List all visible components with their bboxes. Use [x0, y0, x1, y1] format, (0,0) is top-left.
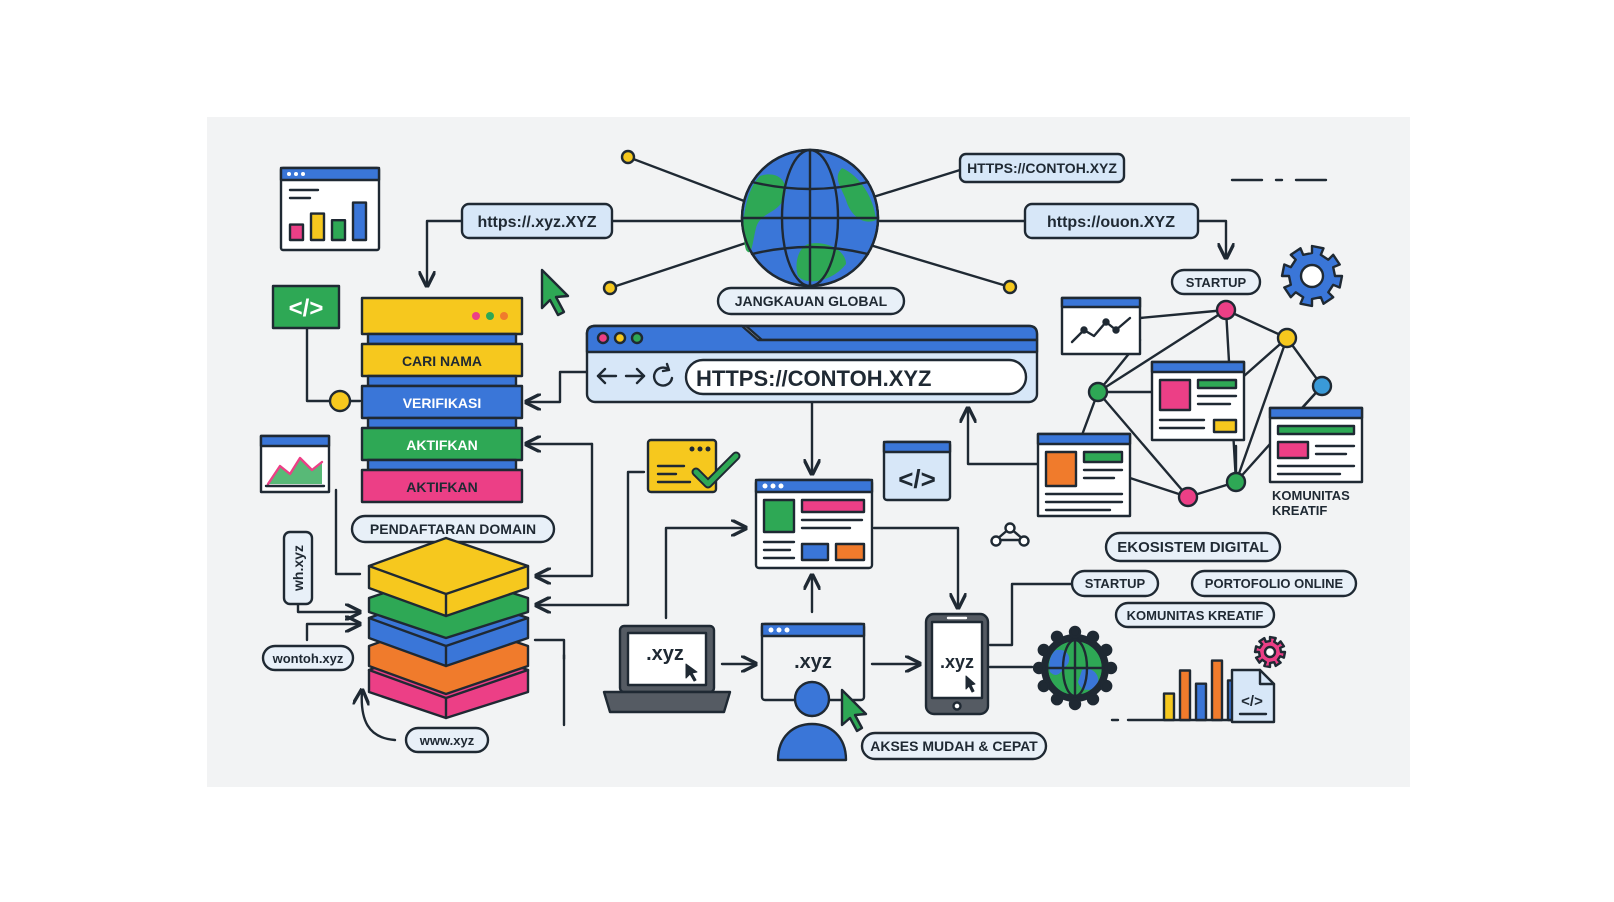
portfolio-window-icon — [1268, 406, 1364, 484]
address-bar-url: HTTPS://CONTOH.XYZ — [696, 366, 932, 391]
url-tag-top-left-text: https://.xyz.XYZ — [477, 214, 596, 231]
mini-chart-bar — [288, 223, 305, 242]
community-label-line1: KOMUNITAS — [1272, 488, 1350, 503]
layer-stack-icon — [367, 536, 530, 720]
xyz-browser-window-icon — [760, 622, 866, 702]
domain-step-3: AKTIFKAN — [406, 437, 478, 453]
vertical-tag-text: wh.xyz — [290, 545, 306, 592]
mini-chart-bar — [330, 218, 347, 242]
bottom-chart-bar — [1210, 659, 1224, 722]
url-tag-top-left — [460, 202, 614, 240]
article-window-icon — [1036, 432, 1132, 518]
access-label: AKSES MUDAH & CEPAT — [870, 738, 1038, 754]
bottom-chart-bar — [1194, 682, 1208, 722]
domain-step-1: CARI NAMA — [402, 353, 482, 369]
url-tag-top-right-1 — [958, 152, 1126, 184]
globe-icon — [740, 148, 880, 288]
vertical-tag — [282, 530, 314, 606]
phone-icon — [924, 612, 990, 716]
startup-bottom-pill — [1070, 569, 1160, 598]
code-window-text: </> — [898, 464, 936, 494]
address-bar[interactable] — [684, 358, 1028, 396]
startup-top-pill — [1170, 268, 1262, 296]
globe-label-pill — [716, 286, 906, 316]
cursor-arrow-icon — [840, 688, 868, 733]
profile-window-icon — [1150, 360, 1246, 442]
network-nodes — [1087, 299, 1333, 508]
left-tag-text: wontoh.xyz — [272, 651, 344, 666]
gear-icon — [1280, 244, 1344, 308]
area-chart-window-icon — [259, 434, 331, 494]
url-tag-top-right-1-text: HTTPS://CONTOH.XYZ — [967, 160, 1117, 176]
code-window-icon: </> — [882, 440, 952, 502]
main-browser-window — [585, 324, 1039, 404]
portfolio-pill — [1190, 569, 1358, 598]
share-network-icon — [990, 522, 1030, 547]
browser-window-text: .xyz — [794, 651, 832, 673]
access-label-pill — [860, 731, 1048, 761]
domain-stack — [360, 296, 524, 504]
startup-top-label: STARTUP — [1186, 275, 1247, 290]
trend-window-icon — [1060, 296, 1142, 356]
url-tag-top-right-2-text: https://ouon.XYZ — [1047, 214, 1175, 231]
url-tag-top-right-2 — [1023, 202, 1200, 240]
left-tag — [261, 644, 355, 672]
website-window-icon — [754, 478, 874, 570]
community-pill — [1114, 601, 1276, 629]
laptop-icon — [602, 624, 732, 714]
community-label-line2: KREATIF — [1272, 503, 1327, 518]
code-icon-text: </> — [289, 295, 324, 322]
bottom-chart-bar — [1178, 669, 1192, 722]
domain-step-2: VERIFIKASI — [403, 395, 482, 411]
code-file-text: </> — [1241, 693, 1263, 710]
chart-window-icon — [279, 166, 381, 252]
ecosystem-label-pill — [1104, 531, 1282, 563]
globe-label: JANGKAUAN GLOBAL — [735, 293, 888, 309]
gear-pink-icon — [1253, 635, 1287, 669]
bottom-chart-bar — [1162, 692, 1176, 722]
laptop-screen-text: .xyz — [646, 643, 684, 665]
domain-step-4: AKTIFKAN — [406, 479, 478, 495]
connector-dots — [328, 149, 1018, 413]
verified-window-icon — [646, 438, 741, 494]
domain-registration-label: PENDAFTARAN DOMAIN — [370, 521, 536, 537]
back-arrow-icon[interactable] — [596, 367, 618, 385]
reload-icon[interactable] — [652, 362, 674, 387]
code-icon: </> — [271, 284, 341, 330]
portfolio-label: PORTOFOLIO ONLINE — [1205, 576, 1344, 591]
mini-chart-bar — [351, 201, 368, 242]
cursor-icon — [540, 268, 570, 317]
bottom-tag — [404, 726, 490, 754]
code-file-icon: </> — [1230, 668, 1276, 724]
community-bottom-label: KOMUNITAS KREATIF — [1127, 608, 1264, 623]
bottom-tag-text: www.xyz — [419, 733, 475, 748]
user-avatar-icon — [776, 680, 848, 762]
globe-gear-icon — [1032, 625, 1118, 711]
forward-arrow-icon[interactable] — [624, 367, 646, 385]
mini-chart-bar — [309, 212, 326, 242]
ecosystem-label: EKOSISTEM DIGITAL — [1117, 539, 1268, 556]
startup-bottom-label: STARTUP — [1085, 576, 1146, 591]
phone-screen-text: .xyz — [940, 652, 974, 672]
